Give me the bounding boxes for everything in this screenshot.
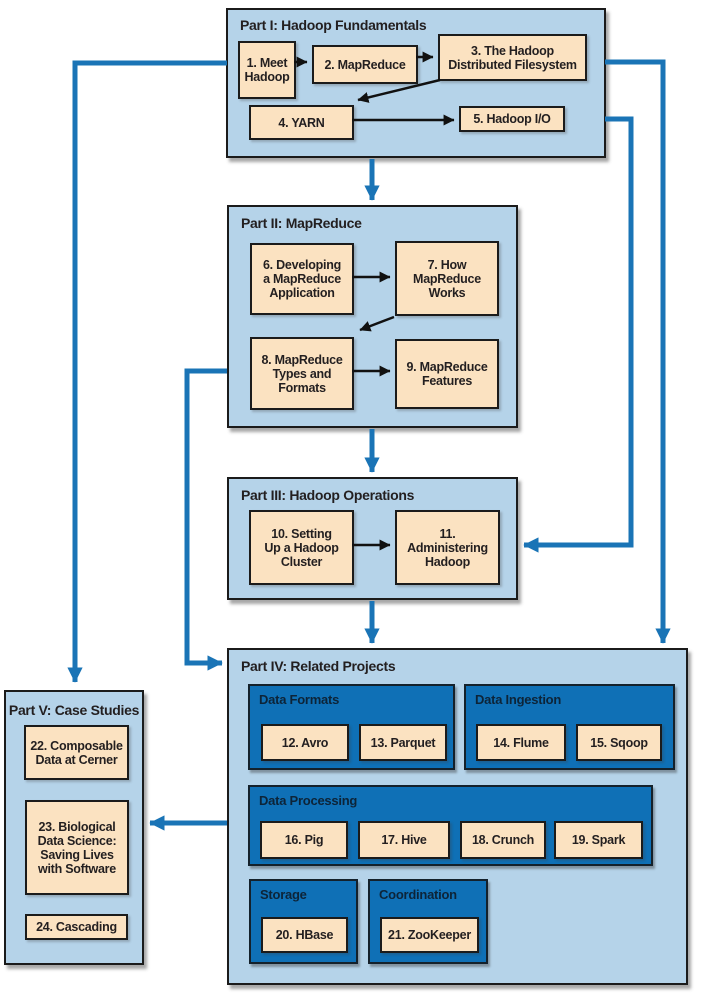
group-data-ingestion-title: Data Ingestion	[475, 692, 562, 707]
chapter-7-how-mapreduce-works: 7. How MapReduce Works	[395, 241, 499, 316]
group-data-ingestion: Data Ingestion 14. Flume 15. Sqoop	[464, 684, 675, 770]
chapter-10-cluster-setup: 10. Setting Up a Hadoop Cluster	[249, 510, 354, 585]
chapter-20-hbase: 20. HBase	[261, 917, 348, 953]
chapter-22-composable-data: 22. Composable Data at Cerner	[24, 725, 129, 780]
group-storage: Storage 20. HBase	[249, 879, 358, 964]
part-1-panel: Part I: Hadoop Fundamentals 1. Meet Hado…	[226, 8, 606, 158]
part-4-panel: Part IV: Related Projects Data Formats 1…	[227, 648, 688, 985]
chapter-16-pig: 16. Pig	[260, 821, 348, 859]
group-data-processing-title: Data Processing	[259, 793, 358, 808]
chapter-13-parquet: 13. Parquet	[359, 724, 447, 761]
part-1-title: Part I: Hadoop Fundamentals	[240, 17, 427, 33]
part-3-title: Part III: Hadoop Operations	[241, 487, 415, 503]
chapter-17-hive: 17. Hive	[358, 821, 450, 859]
chapter-1-meet-hadoop: 1. Meet Hadoop	[238, 41, 296, 99]
chapter-9-features: 9. MapReduce Features	[395, 339, 499, 409]
part-5-title: Part V: Case Studies	[8, 702, 140, 718]
group-data-processing: Data Processing 16. Pig 17. Hive 18. Cru…	[248, 785, 653, 866]
chapter-21-zookeeper: 21. ZooKeeper	[380, 917, 479, 953]
chapter-19-spark: 19. Spark	[554, 821, 643, 859]
chapter-14-flume: 14. Flume	[476, 724, 566, 761]
chapter-2-mapreduce: 2. MapReduce	[312, 45, 418, 84]
group-data-formats-title: Data Formats	[259, 692, 340, 707]
chapter-8-types-formats: 8. MapReduce Types and Formats	[250, 337, 354, 410]
chapter-24-cascading: 24. Cascading	[25, 914, 128, 940]
group-storage-title: Storage	[260, 887, 307, 902]
chapter-15-sqoop: 15. Sqoop	[576, 724, 662, 761]
part-4-title: Part IV: Related Projects	[241, 658, 396, 674]
group-data-formats: Data Formats 12. Avro 13. Parquet	[248, 684, 455, 770]
part-3-panel: Part III: Hadoop Operations 10. Setting …	[227, 477, 518, 600]
part-2-panel: Part II: MapReduce 6. Developing a MapRe…	[227, 205, 518, 428]
chapter-3-hdfs: 3. The Hadoop Distributed Filesystem	[438, 34, 587, 81]
part-2-title: Part II: MapReduce	[241, 215, 362, 231]
part-5-panel: Part V: Case Studies 22. Composable Data…	[4, 690, 144, 965]
chapter-4-yarn: 4. YARN	[249, 105, 354, 140]
group-coordination: Coordination 21. ZooKeeper	[368, 879, 488, 964]
chapter-6-developing-app: 6. Developing a MapReduce Application	[250, 243, 354, 315]
chapter-18-crunch: 18. Crunch	[460, 821, 546, 859]
chapter-11-administering: 11. Administering Hadoop	[395, 510, 500, 585]
chapter-5-hadoop-io: 5. Hadoop I/O	[459, 106, 565, 132]
chapter-12-avro: 12. Avro	[261, 724, 349, 761]
group-coordination-title: Coordination	[379, 887, 457, 902]
chapter-23-biological-data-science: 23. Biological Data Science: Saving Live…	[25, 800, 129, 895]
